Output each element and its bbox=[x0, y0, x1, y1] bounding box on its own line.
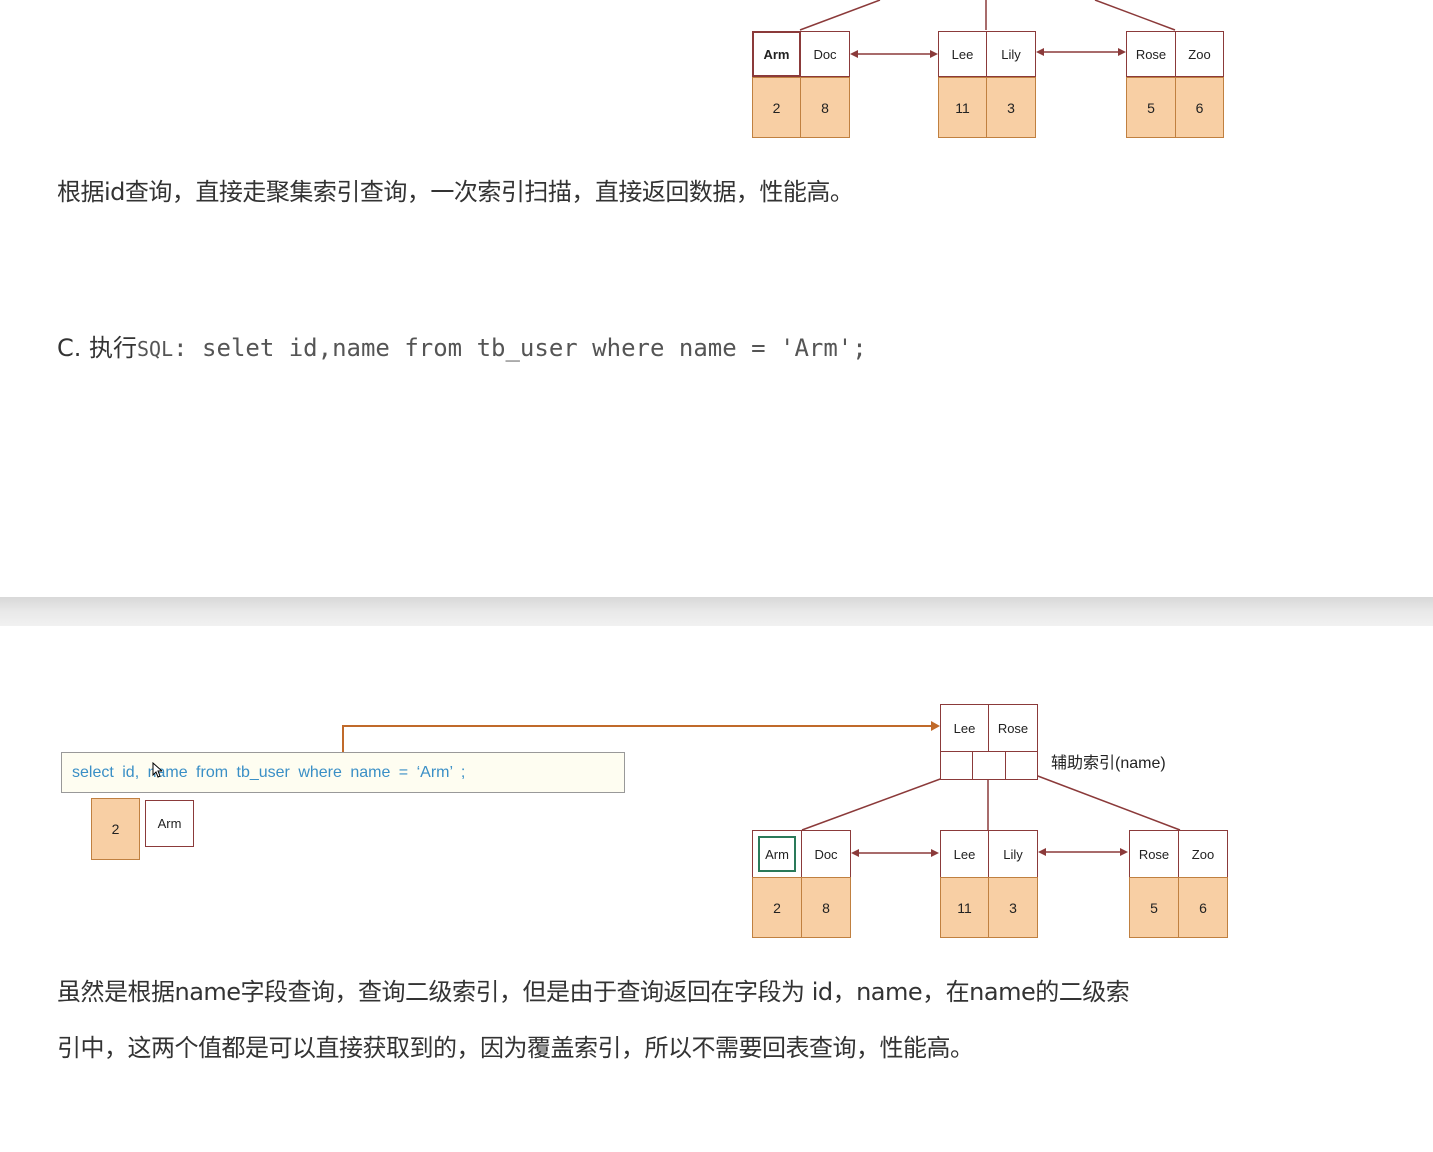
top-tree-lines bbox=[799, 0, 1176, 58]
result-name-cell: Arm bbox=[145, 800, 194, 847]
top-leaf-id-2: 2 bbox=[752, 77, 801, 138]
leaf-key-lily: Lily bbox=[988, 830, 1038, 878]
top-leaf-id-8: 8 bbox=[800, 77, 850, 138]
top-leaf-key-rose: Rose bbox=[1126, 31, 1176, 77]
leaf-id-3: 3 bbox=[988, 877, 1038, 938]
root-pointer-2 bbox=[972, 751, 1006, 780]
top-leaf-key-lily: Lily bbox=[986, 31, 1036, 77]
leaf-id-6: 6 bbox=[1178, 877, 1228, 938]
top-leaf-id-6: 6 bbox=[1175, 77, 1224, 138]
section-b-caption: 根据id查询，直接走聚集索引查询，一次索引扫描，直接返回数据，性能高。 bbox=[57, 178, 854, 206]
top-leaf-key-arm: Arm bbox=[752, 31, 801, 77]
result-id-cell: 2 bbox=[91, 798, 140, 860]
leaf-key-arm-highlight: Arm bbox=[758, 836, 796, 872]
leaf-id-5: 5 bbox=[1129, 877, 1179, 938]
section-c-statement: : selet id,name from tb_user where name … bbox=[173, 334, 867, 362]
top-leaf-key-lee: Lee bbox=[938, 31, 987, 77]
section-c-heading: C. 执行SQL: selet id,name from tb_user whe… bbox=[57, 328, 867, 363]
leaf-id-8: 8 bbox=[801, 877, 851, 938]
top-leaf-id-3: 3 bbox=[986, 77, 1036, 138]
leaf-id-11: 11 bbox=[940, 877, 989, 938]
secondary-index-label: 辅助索引(name) bbox=[1051, 755, 1166, 772]
section-c-sql-word: SQL bbox=[137, 337, 174, 361]
top-leaf-key-zoo: Zoo bbox=[1175, 31, 1224, 77]
top-leaf-key-doc: Doc bbox=[800, 31, 850, 77]
mouse-cursor-icon bbox=[152, 762, 162, 778]
leaf-key-rose: Rose bbox=[1129, 830, 1179, 878]
root-pointer-3 bbox=[1005, 751, 1038, 780]
root-pointer-1 bbox=[940, 751, 973, 780]
leaf-key-doc: Doc bbox=[801, 830, 851, 878]
sql-query-box: select id, name from tb_user where name … bbox=[61, 752, 625, 793]
conclusion-line-2: 引中，这两个值都是可以直接获取到的，因为覆盖索引，所以不需要回表查询，性能高。 bbox=[57, 1034, 974, 1062]
slide-divider bbox=[0, 597, 1433, 626]
top-leaf-id-11: 11 bbox=[938, 77, 987, 138]
section-c-prefix: C. 执行 bbox=[57, 334, 138, 362]
leaf-key-arm: Arm bbox=[752, 830, 802, 878]
root-key-rose: Rose bbox=[988, 704, 1038, 752]
conclusion-line-1: 虽然是根据name字段查询，查询二级索引，但是由于查询返回在字段为 id，nam… bbox=[57, 978, 1130, 1006]
leaf-key-lee: Lee bbox=[940, 830, 989, 878]
leaf-id-2: 2 bbox=[752, 877, 802, 938]
root-key-lee: Lee bbox=[940, 704, 989, 752]
top-leaf-id-5: 5 bbox=[1126, 77, 1176, 138]
leaf-key-zoo: Zoo bbox=[1178, 830, 1228, 878]
